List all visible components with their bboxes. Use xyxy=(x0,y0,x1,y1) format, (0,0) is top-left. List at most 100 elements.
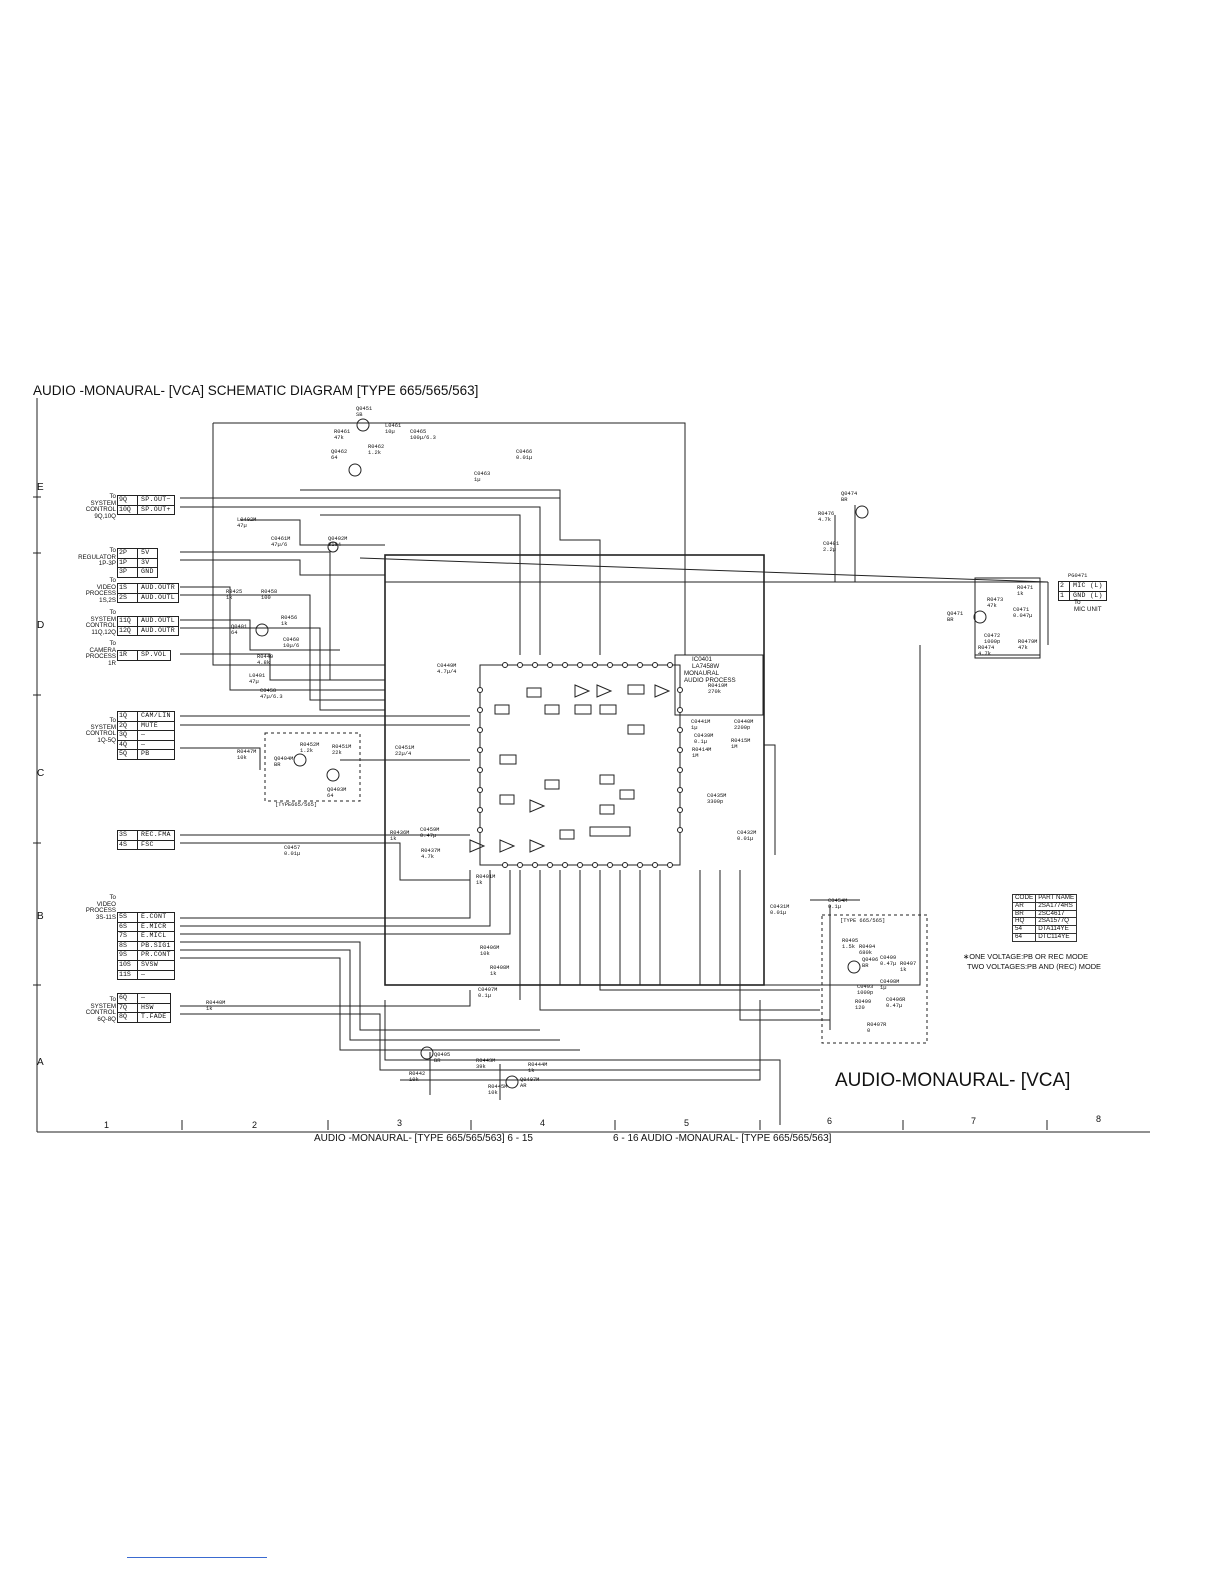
pin-id: 8Q xyxy=(118,1013,138,1022)
pin-signal: — xyxy=(141,740,146,748)
pin-signal: 3V xyxy=(141,558,150,566)
component-label: C0493 1000p xyxy=(857,984,874,996)
component-label: R0443M 39k xyxy=(476,1058,496,1070)
connector-label: To SYSTEM CONTROL 6Q-8Q xyxy=(85,996,116,1023)
component-label: R0499 120 xyxy=(855,999,872,1011)
pin-signal: — xyxy=(141,970,146,978)
column-label: 3 xyxy=(397,1118,403,1128)
column-label: 7 xyxy=(971,1116,977,1126)
component-label: R0419M 270k xyxy=(708,683,728,695)
pin-signal: SP.OUT− xyxy=(141,496,171,503)
component-label: R0462 1.2k xyxy=(368,444,385,456)
voltage-note: ∗ONE VOLTAGE:PB OR REC MODE TWO VOLTAGES… xyxy=(963,952,1101,971)
component-label: R0495 1.5k xyxy=(842,938,859,950)
pin-id: 1 xyxy=(1059,591,1070,601)
column-label: 8 xyxy=(1096,1114,1102,1124)
component-label: C0465 100µ/6.3 xyxy=(410,429,436,441)
diagram-title: AUDIO -MONAURAL- [VCA] SCHEMATIC DIAGRAM… xyxy=(33,383,479,398)
column-label: 5 xyxy=(684,1118,690,1128)
pin-id: 9Q xyxy=(118,496,138,505)
component-label: R0497 1k xyxy=(900,961,917,973)
component-label: C0472 1000p xyxy=(984,633,1001,645)
pin-id: 2Q xyxy=(118,721,138,731)
component-label: C0498M 1µ xyxy=(880,979,900,991)
pin-id: 3P xyxy=(118,568,138,577)
component-label: C0499 0.47µ xyxy=(880,955,897,967)
table-cell: DTC114YE xyxy=(1035,932,1078,942)
row-label: D xyxy=(37,620,45,631)
pin-id: 1P xyxy=(118,558,138,568)
pin-signal: GND xyxy=(141,568,154,576)
component-label: C0454M 0.1µ xyxy=(828,898,848,910)
footer-right-caption: 6 - 16 AUDIO -MONAURAL- [TYPE 665/565/56… xyxy=(613,1133,832,1144)
pin-signal: E.CONT xyxy=(141,913,167,920)
component-label: Q0402M 3104 xyxy=(328,536,348,548)
pin-id: 7Q xyxy=(118,1003,138,1013)
pin-signal: PB xyxy=(141,750,150,758)
component-label: C0432M 0.01µ xyxy=(737,830,757,842)
pin-id: 5S xyxy=(118,913,138,922)
pin-id: 8S xyxy=(118,941,138,951)
component-label: R0444M 1k xyxy=(528,1062,548,1074)
connector-label: To SYSTEM CONTROL 9Q,10Q xyxy=(85,493,116,520)
table-row: AR 2SA1774RS xyxy=(1011,901,1078,911)
pin-signal: AUD.OUTR xyxy=(141,626,176,634)
column-label: 1 xyxy=(104,1120,110,1130)
pin-id: 4S xyxy=(118,840,138,850)
component-label: L0401 47µ xyxy=(249,673,266,685)
pin-id: 7S xyxy=(118,932,138,941)
pin-id: 4Q xyxy=(118,740,138,750)
component-label: C0496R 0.47µ xyxy=(886,997,906,1009)
component-label: R0456 1k xyxy=(281,615,298,627)
pin-signal: T.FADE xyxy=(141,1013,167,1021)
connector-label: To VIDEO PROCESS 1S,2S xyxy=(85,577,116,604)
component-label: R0473 47k xyxy=(987,597,1004,609)
pin-signal: PR.CONT xyxy=(141,951,171,959)
component-label: Q0406 BR xyxy=(862,957,879,969)
component-label: C0461M 47µ/6 xyxy=(271,536,291,548)
pin-signal: PB.SIG1 xyxy=(141,941,171,949)
component-label: R0414M 1M xyxy=(692,747,712,759)
pin-id: 1Q xyxy=(118,712,138,721)
component-label: Q0404M BR xyxy=(274,756,294,768)
component-label: R0461 47k xyxy=(334,429,351,441)
component-label: C0463 1µ xyxy=(474,471,491,483)
pin-signal: MIC (L) xyxy=(1073,582,1103,589)
component-label: R0425 1k xyxy=(226,589,243,601)
component-label: C0451M 22µ/4 xyxy=(395,745,415,757)
column-label: 2 xyxy=(252,1120,258,1130)
component-label: Q0471 BR xyxy=(947,611,964,623)
component-label: Q0403M 64 xyxy=(327,787,347,799)
row-label: E xyxy=(37,482,44,493)
component-label: R0408M 1k xyxy=(490,965,510,977)
pin-signal: SP.OUT+ xyxy=(141,505,171,513)
pin-id: 6S xyxy=(118,922,138,932)
pin-id: 2S xyxy=(118,593,138,603)
component-label: C0431M 0.01µ xyxy=(770,904,790,916)
connector-label: To SYSTEM CONTROL 1Q-5Q xyxy=(85,717,116,744)
component-label: R0471 1k xyxy=(1017,585,1034,597)
row-label: A xyxy=(37,1057,44,1068)
pin-signal: E.MICL xyxy=(141,932,167,940)
component-label: R0458 100 xyxy=(261,589,278,601)
mic-unit-label: To MIC UNIT xyxy=(1074,599,1102,613)
component-label: R0474 4.7k xyxy=(978,645,995,657)
dashed-box-caption: [TYPE665/565] xyxy=(275,802,318,808)
component-label: Q0451 SB xyxy=(356,406,373,418)
pin-id: 3S xyxy=(118,831,138,840)
component-label: R0442 10k xyxy=(409,1071,426,1083)
pin-id: 11Q xyxy=(118,617,138,626)
component-label: C0441M 1µ xyxy=(691,719,711,731)
component-label: C0407M 0.1µ xyxy=(478,987,498,999)
parts-code-table: CODE PART NAME AR 2SA1774RS BR 2SC4617 H… xyxy=(1011,894,1078,942)
pin-id: 12Q xyxy=(118,626,138,636)
component-label: C0458 47µ/6.3 xyxy=(260,688,283,700)
component-label: R0452M 1.2k xyxy=(300,742,320,754)
pin-id: 10S xyxy=(118,960,138,970)
component-label: R0449 4.8k xyxy=(257,654,274,666)
table-cell: 2SA1774RS xyxy=(1035,901,1078,911)
